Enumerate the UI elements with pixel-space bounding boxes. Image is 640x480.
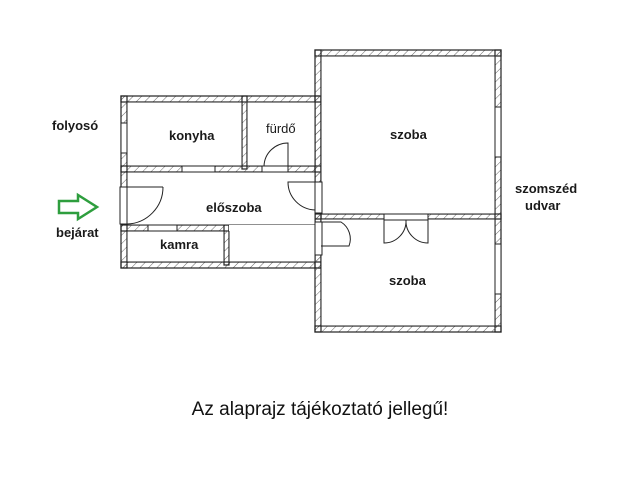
room-label-szoba-2: szoba [389,273,426,288]
window-szoba2-right [494,243,502,295]
window-konyha-left [120,122,128,154]
entrance-door [119,186,128,225]
entrance-label: bejárat [56,225,99,240]
room-label-konyha: konyha [169,128,215,143]
disclaimer-caption: Az alaprajz tájékoztató jellegű! [191,399,449,420]
doors [119,142,429,256]
window-kamra-top [147,224,178,232]
corridor-label: folyosó [52,118,99,133]
room-label-furdo: fürdő [266,121,296,136]
window-konyha-bottom [181,165,216,173]
windows [120,106,502,295]
room-label-eloszoba: előszoba [206,200,262,215]
room-label-kamra: kamra [160,237,199,252]
neighbor-yard-label-line1: szomszéd [515,181,578,196]
room-label-szoba-1: szoba [390,127,427,142]
window-szoba1-right [494,106,502,158]
arrow-right-outline-icon [57,192,100,222]
neighbor-yard-label-line2: udvar [525,198,561,213]
